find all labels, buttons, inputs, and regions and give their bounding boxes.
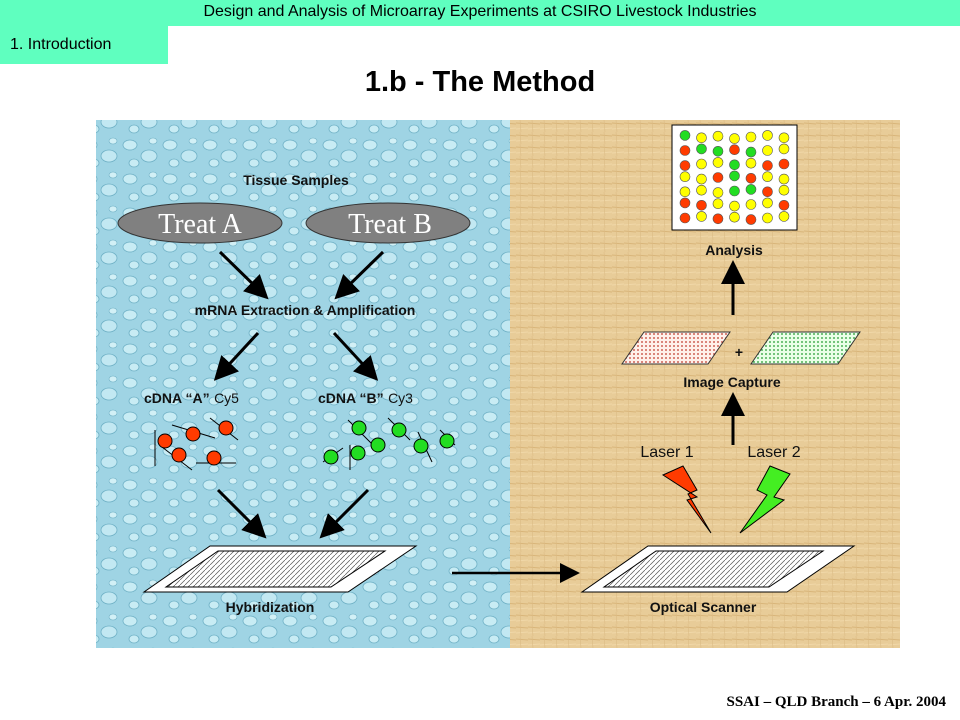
treat-a-label: Treat A [158, 209, 243, 240]
microarray-spot [712, 130, 724, 142]
cy3-scan-image [750, 331, 861, 365]
arrow-mrna-to-cdna-b [332, 331, 379, 381]
microarray-spot [778, 132, 790, 144]
microarray-spot [729, 211, 740, 223]
microarray-spot [679, 171, 691, 182]
microarray-spot [778, 158, 790, 170]
arrow-cdna-a-to-hybridization [216, 488, 267, 539]
microarray-spot [679, 186, 691, 198]
laser-2-label: Laser 2 [747, 444, 800, 461]
microarray-spot [778, 200, 790, 211]
optical-scanner-slide [580, 545, 856, 593]
microarray-spot [745, 173, 757, 184]
microarray-spot [745, 131, 757, 143]
microarray-spot [696, 173, 707, 185]
section-tab-label: 1. Introduction [10, 36, 112, 53]
footer-credit: SSAI – QLD Branch – 6 Apr. 2004 [726, 694, 947, 710]
microarray-spot [729, 200, 740, 212]
microarray-spot [679, 145, 691, 156]
laser-2-bolt [739, 465, 791, 534]
tissue-samples-label: Tissue Samples [243, 172, 349, 188]
microarray-spot [778, 211, 790, 222]
microarray-spot [712, 172, 724, 183]
hybridization-label: Hybridization [226, 599, 315, 615]
arrow-treat-a-to-mrna [218, 250, 269, 300]
microarray-spot [729, 170, 740, 182]
microarray-spot [712, 198, 724, 209]
microarray-spot [762, 212, 773, 224]
arrow-mrna-to-cdna-a [213, 331, 260, 381]
microarray-spot [679, 130, 691, 141]
cy5-labeled-molecules [154, 417, 239, 471]
microarray-spot [729, 133, 740, 144]
microarray-spot [729, 185, 740, 197]
laser-1-label: Laser 1 [640, 444, 693, 461]
laser-1-bolt [661, 465, 712, 534]
mrna-extraction-label: mRNA Extraction & Amplification [195, 302, 416, 318]
microarray-spot [712, 157, 724, 168]
arrow-treat-b-to-mrna [334, 250, 385, 300]
microarray-spot [778, 184, 790, 196]
cdna-b-label: cDNA “B” Cy3 [318, 390, 413, 407]
microarray-spot [696, 158, 707, 170]
microarray-spot [745, 157, 757, 169]
microarray-spot [762, 130, 773, 141]
header-bar [0, 0, 960, 26]
slide-title: 1.b - The Method [364, 66, 596, 98]
treat-b-label: Treat B [348, 209, 432, 240]
microarray-spot [679, 197, 691, 209]
microarray-spot [712, 146, 724, 157]
microarray-spot [696, 132, 707, 144]
presentation-title: Design and Analysis of Microarray Experi… [203, 3, 757, 20]
microarray-spot [679, 160, 691, 171]
microarray-spot [745, 199, 757, 210]
microarray-spots [679, 130, 790, 225]
microarray-spot [712, 213, 724, 225]
microarray-spot [745, 146, 757, 158]
microarray-spot [729, 144, 740, 155]
microarray-spot [745, 184, 757, 195]
analysis-label: Analysis [705, 242, 763, 258]
plus-sign: + [735, 344, 743, 360]
hybridization-slide [142, 545, 418, 593]
arrow-cdna-b-to-hybridization [319, 488, 370, 539]
microarray-spot [696, 200, 707, 211]
microarray-spot [762, 145, 773, 156]
cy5-scan-image [621, 331, 731, 365]
microarray-spot [729, 159, 740, 171]
microarray-spot [762, 197, 773, 209]
microarray-spot [745, 214, 757, 225]
section-tab[interactable]: 1. Introduction [0, 26, 168, 64]
treat-a-ellipse [117, 202, 283, 244]
cdna-a-label: cDNA “A” Cy5 [144, 390, 239, 407]
microarray-spot [696, 143, 707, 155]
microarray-spot [778, 173, 790, 185]
optical-scanner-label: Optical Scanner [650, 599, 757, 615]
treat-b-ellipse [305, 202, 471, 244]
image-capture-label: Image Capture [683, 374, 780, 390]
microarray-spot [712, 187, 724, 198]
microarray-spot [778, 143, 790, 155]
microarray-spot [679, 212, 691, 224]
microarray-spot [762, 160, 773, 171]
microarray-spot [696, 184, 707, 196]
microarray-spot [762, 171, 773, 182]
cy3-labeled-molecules [322, 417, 456, 470]
microarray-spot [762, 186, 773, 198]
microarray-spot [696, 211, 707, 222]
